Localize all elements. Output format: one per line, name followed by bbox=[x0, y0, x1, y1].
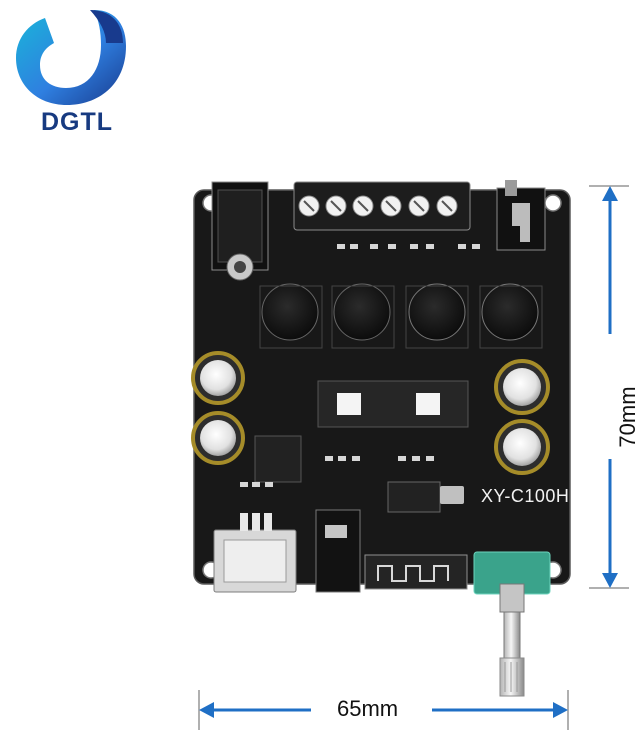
dgtl-logo bbox=[16, 10, 126, 105]
dimension-lines bbox=[198, 185, 629, 730]
width-dimension-label: 65mm bbox=[337, 696, 399, 721]
height-dimension-label: 70mm bbox=[615, 386, 640, 448]
amplifier-board bbox=[191, 180, 571, 697]
brand-name: DGTL bbox=[40, 108, 114, 136]
board-model-label: XY-C100H bbox=[481, 486, 570, 506]
